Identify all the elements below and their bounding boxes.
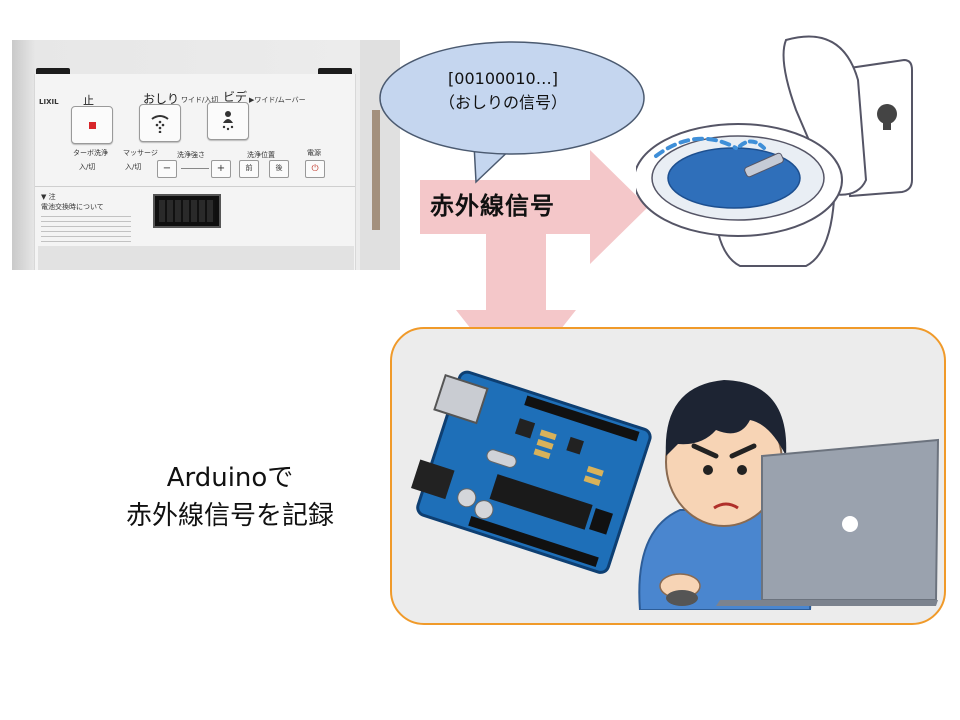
bubble-signal-bits: [00100010…] xyxy=(448,69,558,88)
position-front-button[interactable]: 前 xyxy=(239,160,259,178)
position-back-button[interactable]: 後 xyxy=(269,160,289,178)
man-at-laptop-illustration xyxy=(638,380,940,610)
stop-button[interactable] xyxy=(71,106,113,144)
position-label: 洗浄位置 xyxy=(247,151,275,159)
turbo-label: ターボ洗浄 xyxy=(73,149,108,157)
turbo-sub-label: 入/切 xyxy=(79,163,96,171)
pressure-label: 洗浄強さ xyxy=(177,151,205,159)
header-pins-top xyxy=(524,395,640,442)
oshiri-button[interactable] xyxy=(139,104,181,142)
toilet-illustration xyxy=(636,35,913,267)
spray-icon xyxy=(151,115,169,133)
ir-window xyxy=(153,194,221,228)
ir-signal-label: 赤外線信号 xyxy=(430,192,555,220)
power-icon: ⏻ xyxy=(311,164,319,174)
laptop-icon xyxy=(716,438,940,606)
bidet-button[interactable] xyxy=(207,102,249,140)
bubble-text: [00100010…] （おしりの信号） xyxy=(390,67,616,115)
remote-brand: LIXIL xyxy=(39,98,59,106)
oshiri-sub-label: ワイド/入切 xyxy=(181,96,219,104)
flush-handle-icon xyxy=(877,104,897,130)
speech-bubble xyxy=(379,41,645,184)
power-button[interactable]: ⏻ xyxy=(305,160,325,178)
pressure-scale xyxy=(181,168,209,169)
bidet-sub-label: ▶ワイド/ムーバー xyxy=(249,96,306,104)
oshiri-label: おしり xyxy=(143,92,180,106)
remote-control-photo: LIXIL 止 おしり ワイド/入切 ビデ ▶ワイド/ムーバー ターボ洗浄 入/… xyxy=(12,40,400,270)
notice-text-lines xyxy=(41,212,131,246)
arduino-board-illustration xyxy=(411,370,652,574)
panel-divider xyxy=(35,186,355,187)
remote-panel: LIXIL 止 おしり ワイド/入切 ビデ ▶ワイド/ムーバー ターボ洗浄 入/… xyxy=(34,74,356,270)
pressure-plus-button[interactable]: + xyxy=(211,160,231,178)
panel-bottom-bar xyxy=(38,246,354,270)
bidet-label: ビデ xyxy=(223,90,248,104)
bidet-person-icon xyxy=(222,111,234,131)
pressure-minus-button[interactable]: − xyxy=(157,160,177,178)
caption-line-1: Arduinoで xyxy=(166,463,294,493)
stop-square-icon xyxy=(88,121,96,129)
bubble-signal-name: （おしりの信号） xyxy=(438,93,567,112)
power-label: 電源 xyxy=(307,149,321,157)
notice-header: ▼ 注 xyxy=(41,193,56,201)
arrow-to-toilet xyxy=(420,150,648,264)
massage-label: マッサージ xyxy=(123,149,158,157)
caption: Arduinoで 赤外線信号を記録 xyxy=(60,459,400,535)
notice-title: 電池交換時について xyxy=(41,203,104,211)
massage-sub-label: 入/切 xyxy=(125,163,142,171)
caption-line-2: 赤外線信号を記録 xyxy=(125,501,334,531)
stop-label: 止 xyxy=(83,94,94,107)
